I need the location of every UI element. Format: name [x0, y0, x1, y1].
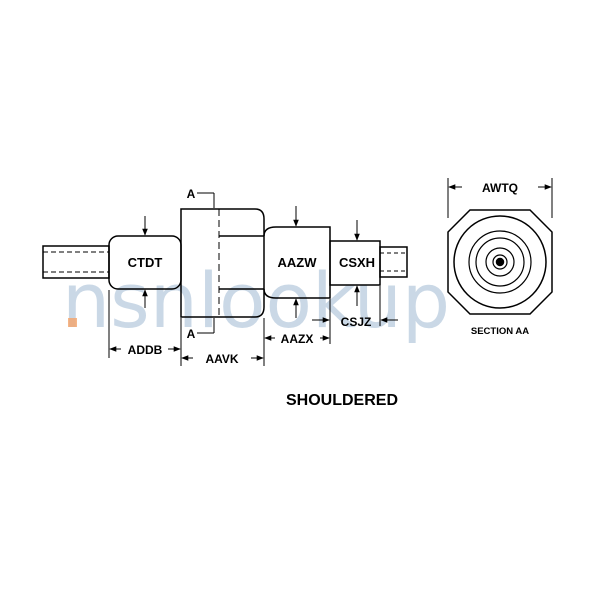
label-section-a-top: A [187, 187, 196, 201]
watermark-dot [68, 318, 77, 327]
section-aa-view [447, 209, 553, 315]
right-tube [379, 246, 408, 278]
diagram-title: SHOULDERED [286, 392, 398, 409]
label-aavk: AAVK [205, 352, 238, 366]
label-csxh: CSXH [339, 255, 375, 270]
octagon-outline [447, 209, 553, 315]
label-addb: ADDB [128, 343, 163, 357]
outer-circle [453, 215, 547, 309]
watermark: nsnlookup [62, 256, 450, 345]
hex-nut [180, 208, 265, 318]
label-csjz: CSJZ [341, 315, 372, 329]
label-section-a-bottom: A [187, 327, 196, 341]
label-ctdt: CTDT [128, 255, 163, 270]
label-awtq: AWTQ [482, 181, 518, 195]
watermark-text: nsnlookup [62, 256, 450, 345]
dimension-labels: CTDT AAZW CSXH A A ADDB AAVK AAZX CSJZ A… [128, 181, 530, 409]
center-dot [495, 257, 505, 267]
fitting-side-view [42, 208, 408, 318]
label-section-aa: SECTION AA [471, 326, 529, 337]
label-aazx: AAZX [281, 332, 314, 346]
label-aazw: AAZW [278, 255, 318, 270]
dimension-lines [108, 178, 553, 366]
